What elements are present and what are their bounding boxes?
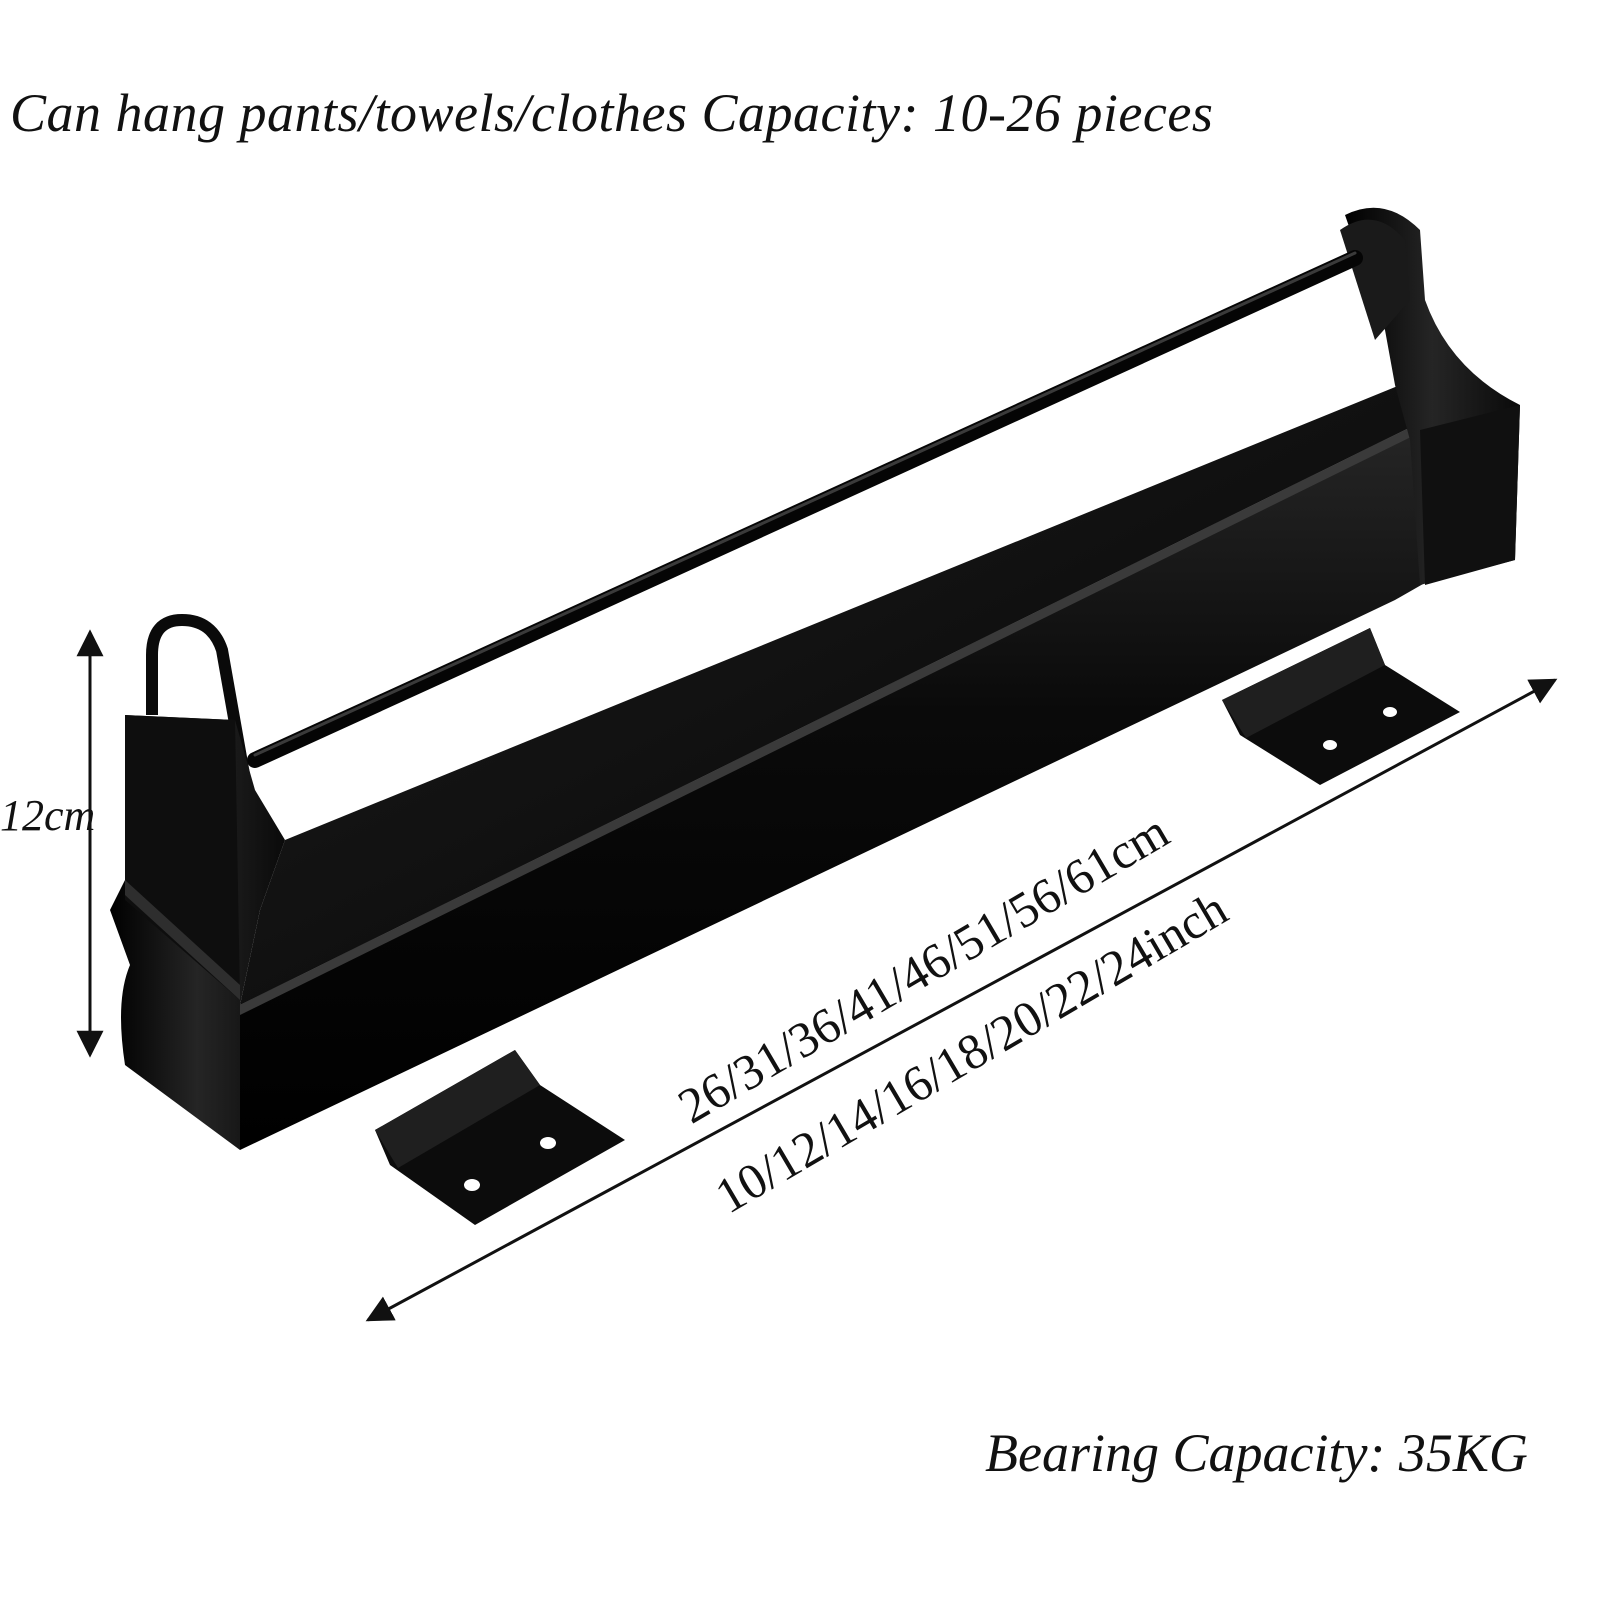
right-end-cap: [1340, 207, 1520, 585]
screw-hole-icon: [1383, 707, 1397, 717]
rear-mounting-bracket: [1222, 628, 1460, 785]
length-arrow-icon: [365, 678, 1558, 1322]
screw-hole-icon: [540, 1137, 556, 1149]
hanging-rod: [247, 250, 1363, 768]
top-caption: Can hang pants/towels/clothes Capacity: …: [10, 83, 1214, 143]
front-mounting-bracket: [375, 1050, 625, 1225]
screw-hole-icon: [1323, 740, 1337, 750]
left-end-cap: [110, 613, 285, 1150]
bottom-caption: Bearing Capacity: 35KG: [985, 1423, 1528, 1483]
screw-hole-icon: [464, 1179, 480, 1191]
height-dimension-label: 12cm: [0, 791, 96, 840]
rack-body: [240, 385, 1435, 1150]
